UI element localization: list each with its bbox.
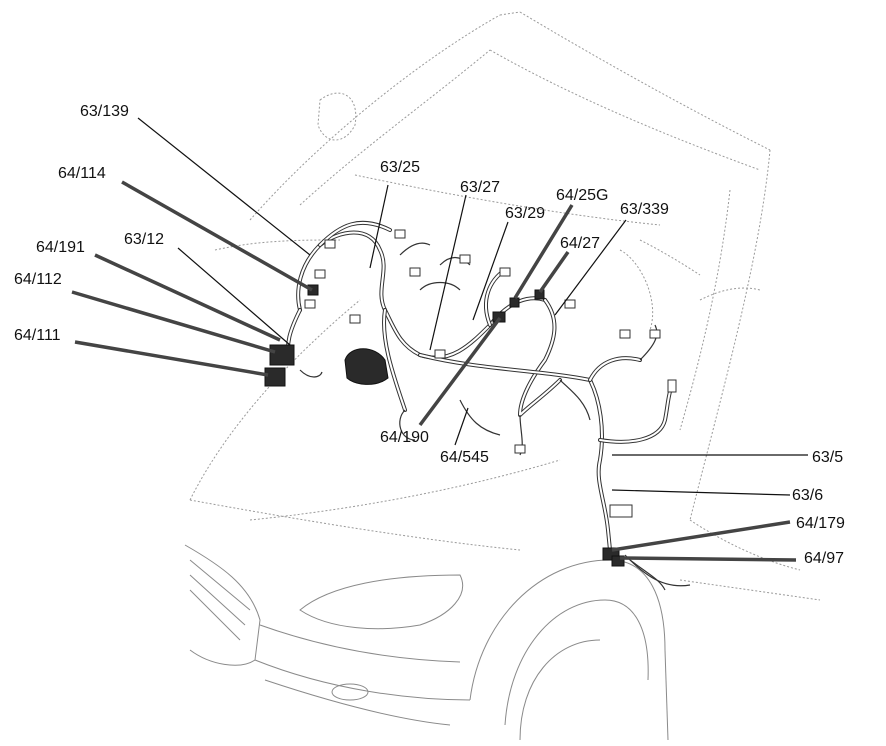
part-labels: 63/139 64/114 64/191 63/12 64/112 64/111… [14,103,845,567]
label-64-179: 64/179 [796,515,845,532]
leader-63-139 [137,117,311,256]
leader-64-112 [71,290,276,354]
leader-64-545 [454,407,469,446]
label-63-12: 63/12 [124,231,164,248]
leader-63-339 [554,219,627,316]
leader-64-191 [94,253,281,342]
leader-64-27 [538,250,570,294]
label-63-339: 63/339 [620,201,669,218]
leader-63-25 [369,184,389,269]
leader-63-6 [611,489,791,496]
label-64-114: 64/114 [58,165,106,182]
label-64-97: 64/97 [804,550,844,567]
label-64-112: 64/112 [14,271,62,288]
label-64-545: 64/545 [440,449,489,466]
connectors [264,229,677,567]
label-63-6: 63/6 [792,487,823,504]
leader-64-25g [513,204,574,299]
label-63-25: 63/25 [380,159,420,176]
thin-wires [299,242,691,591]
label-64-27: 64/27 [560,235,600,252]
wiring-harness [286,220,674,552]
label-63-29: 63/29 [505,205,545,222]
car-outline [184,11,821,741]
label-63-5: 63/5 [812,449,843,466]
leader-64-190 [418,316,502,427]
leader-63-27 [429,194,467,351]
leader-64-97 [619,556,797,562]
label-64-111: 64/111 [14,327,61,344]
leader-63-29 [472,221,509,321]
label-63-139: 63/139 [80,103,129,120]
label-64-191: 64/191 [36,239,85,256]
leader-lines [71,117,808,562]
leader-64-114 [121,180,313,292]
leader-64-179 [611,520,791,552]
leader-63-12 [177,247,291,346]
label-64-25g: 64/25G [556,187,608,204]
label-64-190: 64/190 [380,429,429,446]
label-63-27: 63/27 [460,179,500,196]
leader-64-111 [74,340,269,377]
